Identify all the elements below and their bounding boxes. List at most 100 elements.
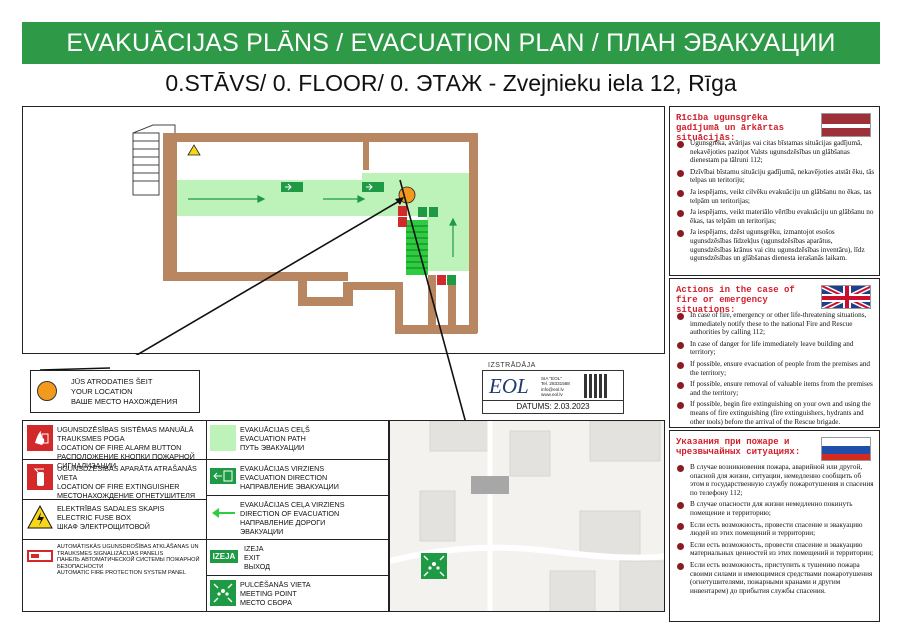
electric-hazard-marker <box>187 144 201 156</box>
legend-text: PULCĒŠANĀS VIETA <box>240 580 311 589</box>
legend-text: AUTOMATIC FIRE PROTECTION SYSTEM PANEL <box>57 570 186 577</box>
instruction-item: If possible, ensure removal of valuable … <box>690 380 873 397</box>
building-location-marker <box>471 476 509 494</box>
fire-extinguisher-icon <box>27 464 53 490</box>
legend-text: DIRECTION OF EVACUATION <box>240 509 340 518</box>
legend-text: МЕСТОНАХОЖДЕНИЕ ОГНЕТУШИТЕЛЯ <box>57 491 196 500</box>
legend-text: AUTOMĀTISKĀS UGUNSDROŠĪBAS ATKLĀŠANAS UN <box>57 544 199 550</box>
fire-equipment <box>398 206 456 285</box>
green-arrow-icon <box>210 500 236 526</box>
instruction-item: Если есть возможность, провести спасение… <box>690 520 863 538</box>
developer-company: SIA "EOL" <box>541 376 562 381</box>
you-are-here-en: YOUR LOCATION <box>71 387 133 396</box>
legend-text: ELECTRIC FUSE BOX <box>57 513 131 522</box>
you-are-here-lv: JŪS ATRODATIES ŠEIT <box>71 377 153 386</box>
instruction-item: Ja iespējams, veikt cilvēku evakuāciju u… <box>690 187 872 205</box>
evacuation-arrows <box>188 195 457 257</box>
legend-text: ЭВАКУАЦИИ <box>240 527 284 536</box>
legend-text: EVACUATION PATH <box>240 434 306 443</box>
legend-exit: IZEJA IZEJA EXIT ВЫХОД <box>206 539 388 575</box>
legend-text: БЕЗОПАСНОСТИ <box>57 563 104 570</box>
legend-meeting-point: PULCĒŠANĀS VIETA MEETING POINT МЕСТО СБО… <box>206 575 388 611</box>
instruction-item: If possible, begin fire extinguishing on… <box>690 400 871 426</box>
legend-text: ШКАФ ЭЛЕКТРОЩИТОВОЙ <box>57 522 150 531</box>
location-pointer-line <box>112 199 402 370</box>
instructions-lv: Rīcība ugunsgrēka gadījumā un ārkārtas s… <box>669 106 880 276</box>
developer-credit: IZSTRĀDĀJA EOL SIA "EOL" Tel. 28331568 i… <box>482 362 624 414</box>
floor-address: 0.STĀVS/ 0. FLOOR/ 0. ЭТАЖ - Zvejnieku i… <box>165 70 737 96</box>
instructions-column: Rīcība ugunsgrēka gadījumā un ārkārtas s… <box>669 106 880 622</box>
stairs-symbol <box>132 124 176 196</box>
floor-plan <box>22 106 665 370</box>
you-are-here-ru: ВАШЕ МЕСТО НАХОЖДЕНИЯ <box>71 397 178 406</box>
legend-text: ПАНЕЛЬ АВТОМАТИЧЕСКОЙ СИСТЕМЫ ПОЖАРНОЙ <box>57 557 200 564</box>
fire-alarm-button-icon <box>27 425 53 451</box>
legend-evacuation-path: EVAKUĀCIJAS CEĻŠ EVACUATION PATH ПУТЬ ЭВ… <box>206 421 388 459</box>
legend-alarm-panel: AUTOMĀTISKĀS UGUNSDROŠĪBAS ATKLĀŠANAS UN… <box>23 539 206 611</box>
legend-text: НАПРАВЛЕНИЕ ДОРОГИ <box>240 518 326 527</box>
legend-text: EVAKUĀCIJAS VIRZIENS <box>240 464 325 473</box>
orange-location-dot-icon <box>37 381 57 401</box>
legend-text: МЕСТО СБОРА <box>240 598 292 607</box>
qr-code-icon <box>584 374 608 398</box>
instruction-item: Dzīvībai bīstamu situāciju gadījumā, nek… <box>690 167 875 185</box>
instruction-item: В случае опасности для жизни немедленно … <box>690 500 853 517</box>
legend-electric: ELEKTRĪBAS SADALES SKAPIS ELECTRIC FUSE … <box>23 499 206 539</box>
developer-web: www.eol.lv <box>541 392 563 398</box>
site-map-drawing <box>390 421 664 611</box>
instruction-item: If possible, ensure evacuation of people… <box>690 359 871 377</box>
developer-email: info@eol.lv <box>541 386 564 392</box>
alarm-panel-icon <box>27 550 53 562</box>
instructions-lv-title: Rīcība ugunsgrēka gadījumā un ārkārtas s… <box>676 113 785 143</box>
evacuation-path-area <box>177 173 469 271</box>
instruction-item: Ja iespējams, dzēst ugunsgrēku, izmantoj… <box>690 228 865 263</box>
legend-text: НАПРАВЛЕНИЕ ЭВАКУАЦИИ <box>240 482 339 491</box>
developer-phone: Tel. 28331568 <box>541 381 570 387</box>
meeting-point-icon <box>210 580 236 606</box>
legend-text: ELEKTRĪBAS SADALES SKAPIS <box>57 504 165 513</box>
russia-flag-icon <box>821 437 871 461</box>
legend-text: ПУТЬ ЭВАКУАЦИИ <box>240 443 305 452</box>
legend-text: EVAKUĀCIJAS CEĻA VIRZIENS <box>240 500 345 509</box>
uk-flag-icon <box>821 285 871 309</box>
developer-label: IZSTRĀDĀJA <box>488 362 536 369</box>
instructions-en: Actions in the case of fire or emergency… <box>669 278 880 428</box>
you-are-here-box: JŪS ATRODATIES ŠEIT YOUR LOCATION ВАШЕ М… <box>30 370 200 413</box>
legend-text: MEETING POINT <box>240 589 297 598</box>
plan-date: DATUMS: 2.03.2023 <box>483 400 623 413</box>
electric-hazard-icon <box>27 504 53 530</box>
instruction-item: In case of danger for life immediately l… <box>690 339 854 357</box>
floor-plan-drawing <box>112 124 478 370</box>
instructions-en-title: Actions in the case of fire or emergency… <box>676 285 795 315</box>
legend-text: UGUNSDZĒSĪBAS SISTĒMAS MANUĀLĀ TRAUKSMES… <box>57 425 194 443</box>
instruction-item: Если есть возможность, провести спасение… <box>690 540 874 558</box>
legend-text: LOCATION OF FIRE ALARM BUTTON <box>57 443 182 452</box>
legend-fire-extinguisher: UGUNSDZĒSĪBAS APARĀTA ATRAŠANĀS VIETA LO… <box>23 459 206 500</box>
legend-text: IZEJA <box>244 544 264 553</box>
legend-evacuation-route-direction: EVAKUĀCIJAS CEĻA VIRZIENS DIRECTION OF E… <box>206 495 388 539</box>
legend-text: РАСПОЛОЖЕНИЕ КНОПКИ ПОЖАРНОЙ СИГНАЛИЗАЦИ… <box>57 452 195 470</box>
legend-evacuation-direction: EVAKUĀCIJAS VIRZIENS EVACUATION DIRECTIO… <box>206 459 388 495</box>
legend-text: EVAKUĀCIJAS CEĻŠ <box>240 425 310 434</box>
evacuation-path-icon <box>210 425 236 451</box>
legend-fire-alarm: UGUNSDZĒSĪBAS SISTĒMAS MANUĀLĀ TRAUKSMES… <box>23 421 206 470</box>
instructions-ru-title: Указания при пожаре и чрезвычайных ситуа… <box>676 437 801 457</box>
site-map <box>389 420 665 612</box>
legend-text: ВЫХОД <box>244 562 271 571</box>
instruction-item: Если есть возможность, приступить к туше… <box>690 560 873 595</box>
latvia-flag-icon <box>821 113 871 137</box>
eol-logo: EOL <box>489 374 529 398</box>
instruction-item: В случае возникновения пожара, аварийной… <box>690 463 874 497</box>
exit-signs <box>281 182 438 217</box>
legend-text: EXIT <box>244 553 260 562</box>
legend: UGUNSDZĒSĪBAS SISTĒMAS MANUĀLĀ TRAUKSMES… <box>22 420 389 612</box>
instruction-item: Ja iespējams, veikt materiālo vērtību ev… <box>690 208 874 225</box>
instructions-ru: Указания при пожаре и чрезвычайных ситуа… <box>669 430 880 622</box>
legend-text: LOCATION OF FIRE EXTINGUISHER <box>57 482 180 491</box>
evacuation-direction-icon <box>210 468 236 484</box>
exit-sign-icon: IZEJA <box>210 550 238 563</box>
instruction-item: In case of fire, emergency or other life… <box>690 311 867 337</box>
legend-text: UGUNSDZĒSĪBAS APARĀTA ATRAŠANĀS VIETA <box>57 464 197 482</box>
legend-text: TRAUKSMES SIGNALIZĀCIJAS PANELIS <box>57 550 164 557</box>
instruction-item: Ugunsgrēka, avārijas vai citas bīstamas … <box>690 139 863 165</box>
